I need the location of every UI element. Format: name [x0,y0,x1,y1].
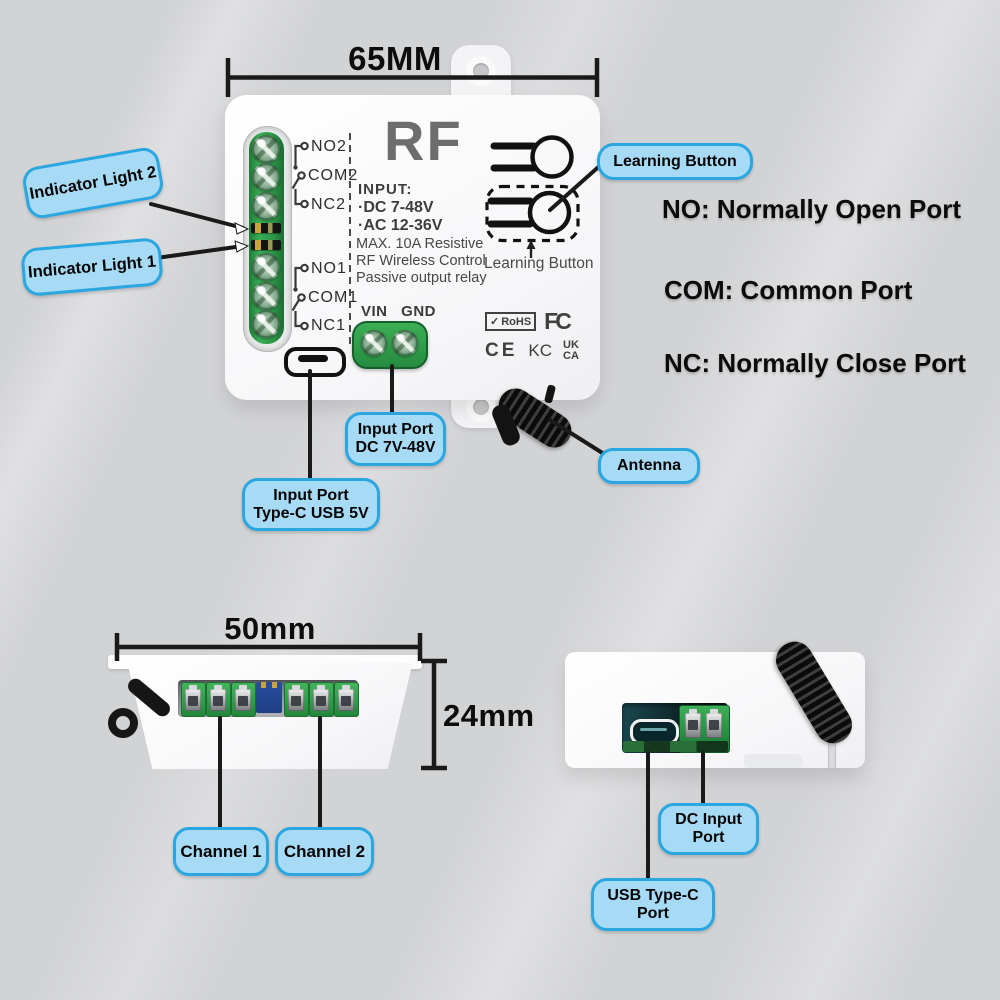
callout-channel-1: Channel 1 [173,827,269,876]
power-screw-vin [361,330,387,356]
callout-usb-input-port: Input Port Type-C USB 5V [242,478,380,531]
relay-symbol-channel1 [291,263,309,331]
learning-button-caption: Learning Button [484,255,594,272]
vin-gnd-label: VIN GND [361,303,437,320]
relay-symbol-channel2 [291,141,309,209]
pcb-edge-side [623,741,728,752]
label-no2: NO2 [311,138,347,155]
usb-c-tongue [640,728,667,731]
input-dc-spec: ·DC 7-48V [358,199,434,216]
label-nc2: NC2 [311,196,347,213]
power-screw-gnd [392,330,418,356]
clamp-icon [338,685,354,711]
indicator-light-2-component [251,223,281,233]
mount-tab-top [451,45,511,101]
ce-mark: CE [485,340,518,361]
label-no1: NO1 [311,260,347,277]
learning-button-1-icon [490,135,574,179]
learning-button-2-icon [487,190,572,235]
leader-arrowheads [234,222,250,253]
side-view-notch [744,754,802,768]
bottom-terminal-4 [284,682,309,717]
dimension-24mm [421,658,447,771]
terminal-screw-com2 [252,163,280,191]
bottom-terminal-3 [231,682,256,717]
clamp-icon [210,685,226,711]
bottom-terminal-5 [309,682,334,717]
bottom-terminal-1 [181,682,206,717]
brand-logo: RF [384,109,463,172]
width-dimension-label-top: 65MM [348,40,442,77]
feature-line-2: Passive output relay [356,270,487,286]
learning-button-dashed-outline [485,184,580,243]
usb-c-slot [298,355,328,362]
clamp-icon [288,685,304,711]
pcb-pin-2 [272,682,277,688]
antenna-curl-icon [108,708,138,738]
clamp-icon [313,685,329,711]
callout-dc-input-port: Input Port DC 7V-48V [345,412,446,466]
feature-line-1: RF Wireless Control [356,253,486,269]
bottom-terminal-2 [206,682,231,717]
max-rating: MAX. 10A Resistive [356,236,484,252]
legend-com: COM: Common Port [664,275,913,305]
terminal-screw-nc1 [252,310,280,338]
clamp-icon [185,685,201,711]
input-heading: INPUT: [358,181,413,198]
callout-antenna: Antenna [598,448,700,484]
certification-marks: ✓ RoHS FC CE KC UK CA [485,308,597,362]
clamp-icon [706,709,722,738]
rohs-check-icon: ✓ [490,316,500,328]
leader-lines [147,160,705,882]
height-dimension-label: 24mm [443,698,535,733]
dimension-50mm [114,633,423,661]
callout-dc-port-side: DC Input Port [658,803,759,855]
input-ac-spec: ·AC 12-36V [358,217,443,234]
dimension-65mm [225,58,600,97]
kc-mark: KC [528,341,553,360]
terminal-screw-nc2 [252,192,280,220]
bottom-terminal-6 [334,682,359,717]
pcb-edge-blue [256,682,282,713]
clamp-icon [235,685,251,711]
learning-caption-arrow-icon [526,240,536,258]
indicator-light-1-component [251,240,281,250]
legend-nc: NC: Normally Close Port [664,348,966,378]
usb-c-port-front [284,347,346,377]
callout-usb-port-side: USB Type-C Port [591,878,715,931]
mount-hole-top [466,56,496,86]
terminal-screw-no1 [252,253,280,281]
terminal-screw-no2 [252,135,280,163]
fcc-mark: FC [544,308,572,334]
callout-channel-2: Channel 2 [275,827,374,876]
terminal-screw-com1 [252,282,280,310]
label-nc1: NC1 [311,317,347,334]
width-dimension-label-bottom: 50mm [224,611,316,646]
rohs-mark: ✓ RoHS [485,312,537,331]
callout-learning-button: Learning Button [597,143,753,180]
ukca-mark: UK CA [563,339,579,362]
label-com2: COM2 [308,167,359,184]
legend-no: NO: Normally Open Port [662,194,962,224]
pcb-pin-1 [261,682,266,688]
clamp-icon [685,709,701,738]
label-com1: COM1 [308,289,359,306]
